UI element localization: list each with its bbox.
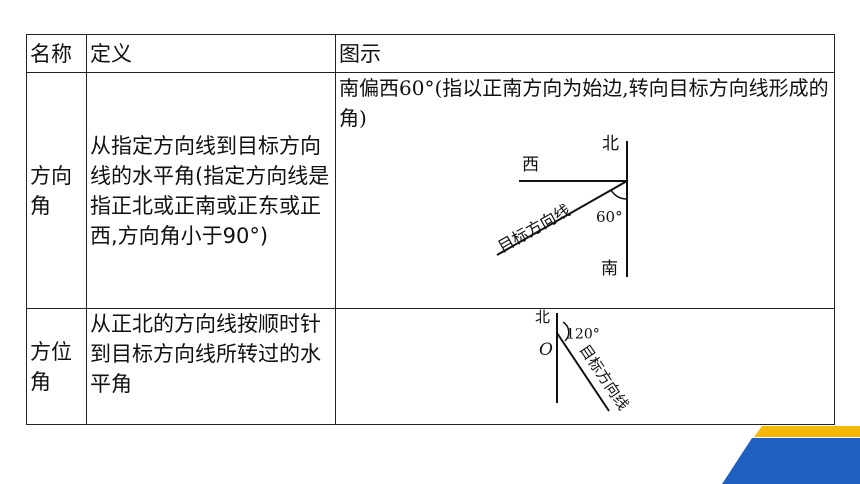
definition-table: 名称 定义 图示 方向角 从指定方向线到目标方向线的水平角(指定方向线是指正北或… bbox=[26, 34, 835, 425]
angle-arc bbox=[610, 189, 628, 200]
direction-angle-diagram: 北 西 南 60° 目标方向线 bbox=[495, 134, 628, 279]
row-definition-azimuth: 从正北的方向线按顺时针到目标方向线所转过的水平角 bbox=[86, 308, 336, 425]
header-name: 名称 bbox=[26, 34, 87, 73]
row-definition-direction-angle: 从指定方向线到目标方向线的水平角(指定方向线是指正北或正南或正东或正西,方向角小… bbox=[86, 72, 336, 309]
north-label: 北 bbox=[535, 309, 550, 326]
figure-caption: 南偏西60°(指以正南方向为始边,转向目标方向线形成的角) bbox=[339, 76, 829, 130]
target-direction-line bbox=[496, 180, 628, 256]
origin-label: O bbox=[539, 340, 553, 360]
blue-stripe bbox=[722, 438, 860, 484]
angle-label: 60° bbox=[596, 208, 623, 226]
angle-label: 120° bbox=[566, 327, 600, 343]
header-row: 名称 定义 图示 bbox=[26, 34, 835, 73]
azimuth-diagram: 北 O 120° 目标方向线 bbox=[535, 309, 633, 414]
angle-arc bbox=[562, 321, 570, 342]
yellow-stripe bbox=[754, 426, 860, 437]
target-direction-line bbox=[556, 332, 610, 412]
row-figure-azimuth: 北 O 120° 目标方向线 bbox=[335, 308, 835, 425]
row-figure-direction-angle: 南偏西60°(指以正南方向为始边,转向目标方向线形成的角) 北 西 南 60° … bbox=[335, 72, 835, 309]
row-name-azimuth: 方位角 bbox=[26, 308, 87, 425]
header-definition: 定义 bbox=[86, 34, 336, 73]
table-row: 方位角 从正北的方向线按顺时针到目标方向线所转过的水平角 北 O 120° 目标… bbox=[26, 308, 835, 425]
header-figure: 图示 bbox=[335, 34, 835, 73]
west-label: 西 bbox=[522, 155, 539, 175]
north-label: 北 bbox=[602, 134, 619, 154]
south-label: 南 bbox=[601, 259, 618, 279]
